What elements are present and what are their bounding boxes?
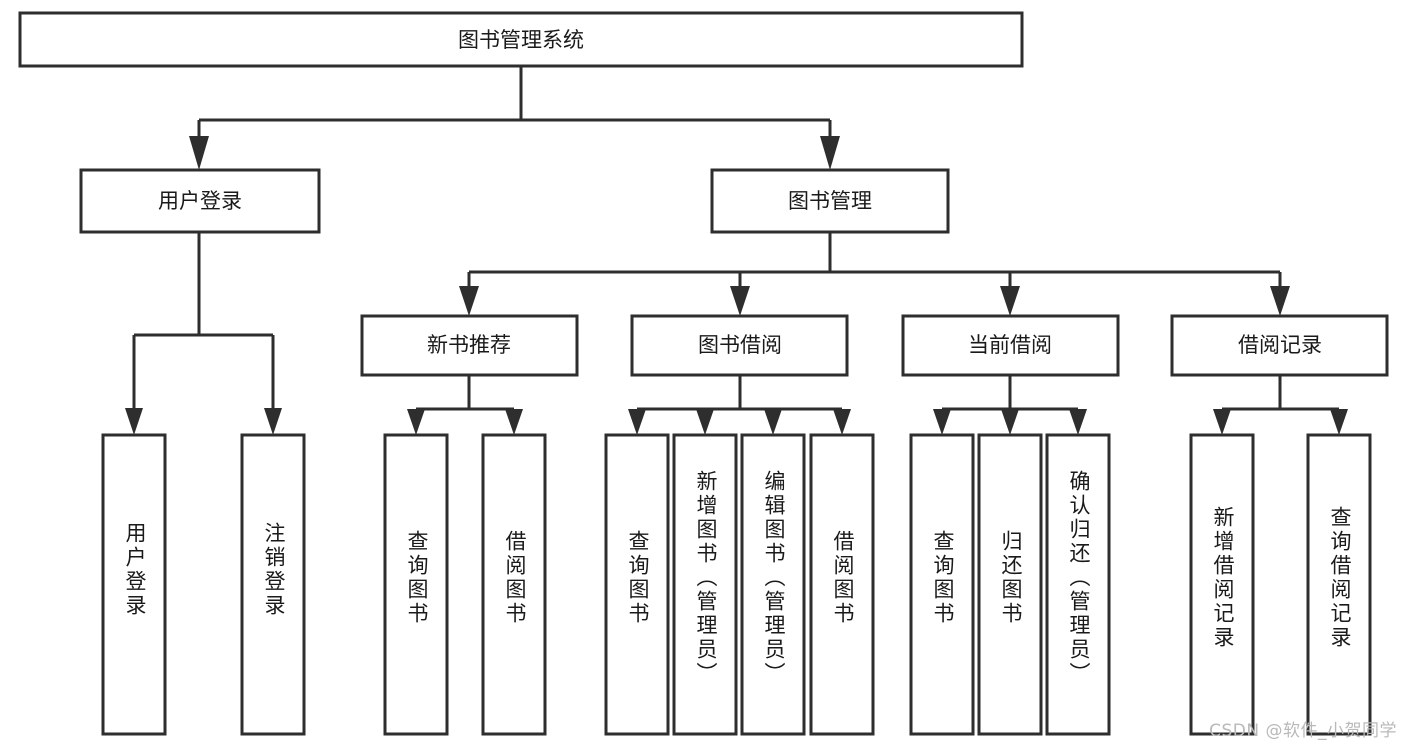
leaf-box-nb-borrow-book[interactable] — [481, 433, 547, 736]
node-current-borrow[interactable]: 当前借阅 — [901, 314, 1120, 377]
arrowhead-user-login — [189, 136, 209, 170]
node-box-borrow-record[interactable] — [1170, 314, 1389, 377]
leaf-node[interactable]: 新增借阅记录 — [1189, 433, 1255, 736]
leaf-box-bb-add-book[interactable] — [672, 433, 738, 736]
arrowhead-book-mgmt — [820, 136, 840, 170]
arrowhead-new-book-rec — [459, 286, 479, 316]
leaf-box-br-add-record[interactable] — [1189, 433, 1255, 736]
arrowhead-book-borrow — [730, 286, 750, 316]
leaf-box-bb-edit-book[interactable] — [740, 433, 806, 736]
leaf-box-user-login[interactable] — [101, 433, 167, 736]
node-box-current-borrow[interactable] — [901, 314, 1120, 377]
node-label-current-borrow: 当前借阅 — [968, 333, 1052, 357]
leaf-box-bb-query-book[interactable] — [604, 433, 670, 736]
connector-group-current-borrow — [933, 375, 1087, 435]
leaf-box-cb-query-book[interactable] — [909, 433, 975, 736]
node-user-login[interactable]: 用户登录 — [79, 168, 321, 234]
node-box-root[interactable] — [18, 11, 1024, 68]
arrowhead-bb-leaf-4 — [833, 409, 851, 435]
leaf-node[interactable]: 用户登录 — [101, 433, 167, 736]
node-label-book-management: 图书管理 — [788, 189, 872, 213]
leaf-box-logout[interactable] — [240, 433, 306, 736]
connector-group-user-login — [125, 232, 282, 435]
arrowhead-cb-leaf-1 — [933, 409, 951, 435]
leaf-node[interactable]: 查询图书 — [604, 433, 670, 736]
node-box-book-management[interactable] — [710, 168, 950, 234]
leaf-node[interactable]: 借阅图书 — [481, 433, 547, 736]
arrowhead-nb-leaf-1 — [407, 409, 425, 435]
leaf-node[interactable]: 查询图书 — [909, 433, 975, 736]
arrowhead-bb-leaf-1 — [628, 409, 646, 435]
leaf-label-bb-add-book: 新增图书（管理员） — [694, 470, 718, 686]
node-book-borrow[interactable]: 图书借阅 — [630, 314, 849, 377]
node-label-user-login: 用户登录 — [158, 189, 242, 213]
leaf-node[interactable]: 注销登录 — [240, 433, 306, 736]
arrowhead-br-leaf-1 — [1213, 409, 1231, 435]
leaf-node[interactable]: 归还图书 — [977, 433, 1043, 736]
arrowhead-br-leaf-2 — [1330, 409, 1348, 435]
node-label-root: 图书管理系统 — [458, 28, 584, 52]
leaf-node[interactable]: 新增图书（管理员） — [672, 433, 738, 736]
leaf-node[interactable]: 确认归还（管理员） — [1045, 433, 1111, 736]
leaf-box-cb-confirm-return[interactable] — [1045, 433, 1111, 736]
leaf-node[interactable]: 查询图书 — [383, 433, 449, 736]
leaf-label-logout: 注销登录 — [262, 522, 286, 618]
leaf-label-bb-borrow-book: 借阅图书 — [831, 530, 855, 626]
arrowhead-borrow-record — [1270, 286, 1290, 316]
leaf-box-bb-borrow-book[interactable] — [809, 433, 875, 736]
node-box-user-login[interactable] — [79, 168, 321, 234]
arrowhead-cb-leaf-3 — [1069, 409, 1087, 435]
node-new-book-recommend[interactable]: 新书推荐 — [360, 314, 579, 377]
leaf-box-br-query-record[interactable] — [1306, 433, 1372, 736]
arrowhead-nb-leaf-2 — [505, 409, 523, 435]
leaf-label-user-login: 用户登录 — [123, 522, 147, 618]
connector-group-book-mgmt — [459, 232, 1290, 316]
leaf-label-cb-confirm-return: 确认归还（管理员） — [1067, 470, 1091, 686]
node-borrow-record[interactable]: 借阅记录 — [1170, 314, 1389, 377]
connector-group-borrow-record — [1213, 375, 1348, 435]
leaf-box-cb-return-book[interactable] — [977, 433, 1043, 736]
leaf-box-nb-query-book[interactable] — [383, 433, 449, 736]
node-root-system[interactable]: 图书管理系统 — [18, 11, 1024, 68]
leaf-label-br-query-record: 查询借阅记录 — [1328, 506, 1352, 650]
node-book-management[interactable]: 图书管理 — [710, 168, 950, 234]
connector-group-new-book-rec — [407, 375, 523, 435]
arrowhead-bb-leaf-3 — [764, 409, 782, 435]
arrowhead-current-borrow — [1000, 286, 1020, 316]
node-label-new-book-recommend: 新书推荐 — [427, 333, 511, 357]
arrowhead-cb-leaf-2 — [1001, 409, 1019, 435]
leaf-label-cb-return-book: 归还图书 — [999, 530, 1023, 626]
leaf-label-br-add-record: 新增借阅记录 — [1211, 506, 1235, 650]
leaf-node[interactable]: 查询借阅记录 — [1306, 433, 1372, 736]
node-label-book-borrow: 图书借阅 — [698, 333, 782, 357]
leaf-label-nb-borrow-book: 借阅图书 — [503, 530, 527, 626]
leaf-node[interactable]: 借阅图书 — [809, 433, 875, 736]
arrowhead-leaf-logout — [264, 408, 282, 435]
leaf-label-cb-query-book: 查询图书 — [931, 530, 955, 626]
connector-group-book-borrow — [628, 375, 851, 435]
leaf-label-bb-query-book: 查询图书 — [626, 530, 650, 626]
connector-group-root — [189, 66, 840, 170]
leaf-label-bb-edit-book: 编辑图书（管理员） — [762, 470, 786, 686]
node-box-new-book-recommend[interactable] — [360, 314, 579, 377]
arrowhead-bb-leaf-2 — [696, 409, 714, 435]
leaf-node[interactable]: 编辑图书（管理员） — [740, 433, 806, 736]
leaf-label-nb-query-book: 查询图书 — [405, 530, 429, 626]
node-label-borrow-record: 借阅记录 — [1238, 333, 1322, 357]
node-box-book-borrow[interactable] — [630, 314, 849, 377]
arrowhead-leaf-user-login — [125, 408, 143, 435]
